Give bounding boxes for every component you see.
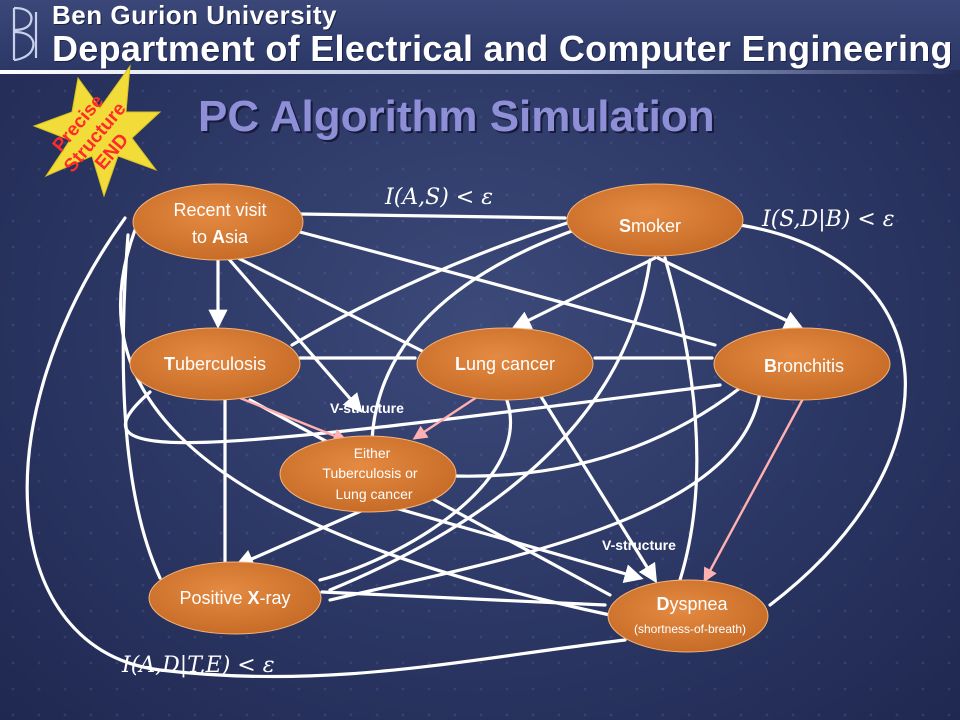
edge-lung-either-vs	[412, 393, 482, 440]
edge-asia-outer-loop	[25, 216, 627, 679]
edge-tb-either-vs	[238, 396, 348, 443]
edge-lung-dysp	[538, 393, 658, 584]
node-either[interactable]: Either Tuberculosis or Lung cancer	[279, 435, 457, 513]
edge-asia-lung	[230, 253, 432, 357]
formula-independence-adte: I(A,D|T,E) < ε	[121, 653, 275, 678]
node-dyspnea[interactable]: Dyspnea (shortness-of-breath)	[607, 579, 769, 653]
edge-smoker-right-loop	[738, 223, 907, 607]
edge-asia-xray	[121, 233, 162, 580]
formula-independence-as: I(A,S) < ε	[384, 185, 493, 210]
slide-title: PC Algorithm Simulation	[198, 92, 715, 141]
edge-asia-bronch	[298, 230, 717, 347]
badge-burst-icon	[32, 64, 162, 198]
edge-lung-xray	[318, 393, 513, 582]
edge-tb-bronch	[123, 383, 722, 445]
edge-smoker-dysp	[663, 256, 699, 582]
v-structure-label-2: V-structure	[602, 537, 676, 553]
edge-asia-smoker	[298, 212, 567, 220]
node-bronchitis[interactable]: Bronchitis	[713, 327, 891, 401]
edge-smoker-lung	[511, 256, 657, 329]
edge-either-dysp	[383, 503, 644, 584]
node-either-line1: Either	[354, 445, 391, 461]
university-name: Ben Gurion University	[52, 0, 337, 30]
edge-smoker-either	[370, 226, 582, 442]
node-tuberculosis[interactable]: Tuberculosis	[129, 327, 301, 401]
edge-asia-dysp	[118, 228, 612, 617]
edge-bronch-xray	[328, 390, 762, 602]
header-banner: Ben Gurion University Department of Elec…	[0, 0, 960, 70]
precise-structure-end-badge: Precise Structure END	[32, 64, 162, 198]
formula-independence-sdb: I(S,D|B) < ε	[761, 207, 895, 232]
node-asia-line1: Recent visit	[173, 200, 266, 220]
node-lung-cancer-label: Lung cancer	[455, 354, 555, 374]
v-structure-label-1: V-structure	[330, 400, 404, 416]
edge-smoker-xray	[328, 258, 652, 592]
university-logo-icon	[12, 6, 38, 62]
node-smoker[interactable]: Smoker	[566, 183, 744, 257]
edge-bronch-dysp-vs	[703, 393, 807, 583]
v-structure-edges	[238, 393, 807, 583]
department-name: Department of Electrical and Computer En…	[52, 28, 953, 69]
node-either-line3: Lung cancer	[335, 486, 412, 502]
edge-bronch-either	[453, 386, 742, 478]
node-dyspnea-label: Dyspnea	[656, 594, 728, 614]
edge-xray-dysp	[320, 590, 607, 607]
node-tuberculosis-label: Tuberculosis	[164, 354, 266, 374]
node-either-line2: Tuberculosis or	[322, 465, 418, 481]
node-xray-label: Positive X-ray	[179, 588, 290, 608]
node-xray[interactable]: Positive X-ray	[148, 561, 322, 635]
header-divider	[0, 70, 960, 74]
edge-smoker-bronch	[656, 256, 804, 329]
edge-either-xray	[234, 505, 372, 568]
edges	[25, 212, 907, 679]
node-dyspnea-sub: (shortness-of-breath)	[634, 622, 746, 636]
node-lung-cancer[interactable]: Lung cancer	[416, 327, 594, 401]
node-smoker-label: Smoker	[619, 216, 681, 236]
node-bronchitis-label: Bronchitis	[764, 356, 844, 376]
edge-smoker-tb	[290, 220, 572, 347]
edge-asia-either	[226, 256, 363, 413]
node-asia[interactable]: Recent visit to Asia	[132, 183, 304, 261]
node-asia-line2: to Asia	[192, 227, 249, 247]
